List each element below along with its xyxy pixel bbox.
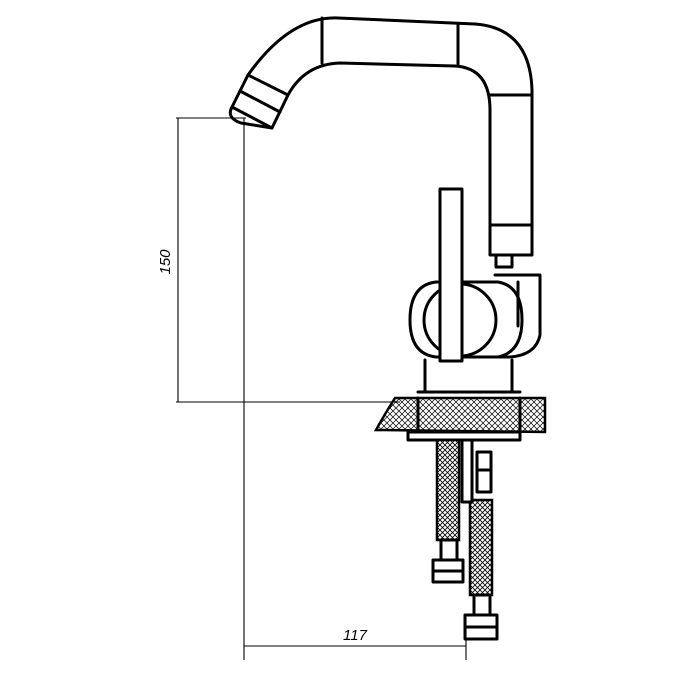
supply-hose-right [463,498,499,641]
mounting-stud [460,438,493,504]
faucet-body [408,273,542,394]
height-dimension-label: 150 [157,249,174,275]
height-dimension [176,117,400,660]
width-dimension [244,618,467,660]
supply-hose-left [431,438,465,584]
lever-handle [438,187,464,363]
countertop [373,396,547,442]
spout [228,16,534,269]
width-dimension-label: 117 [343,627,368,644]
